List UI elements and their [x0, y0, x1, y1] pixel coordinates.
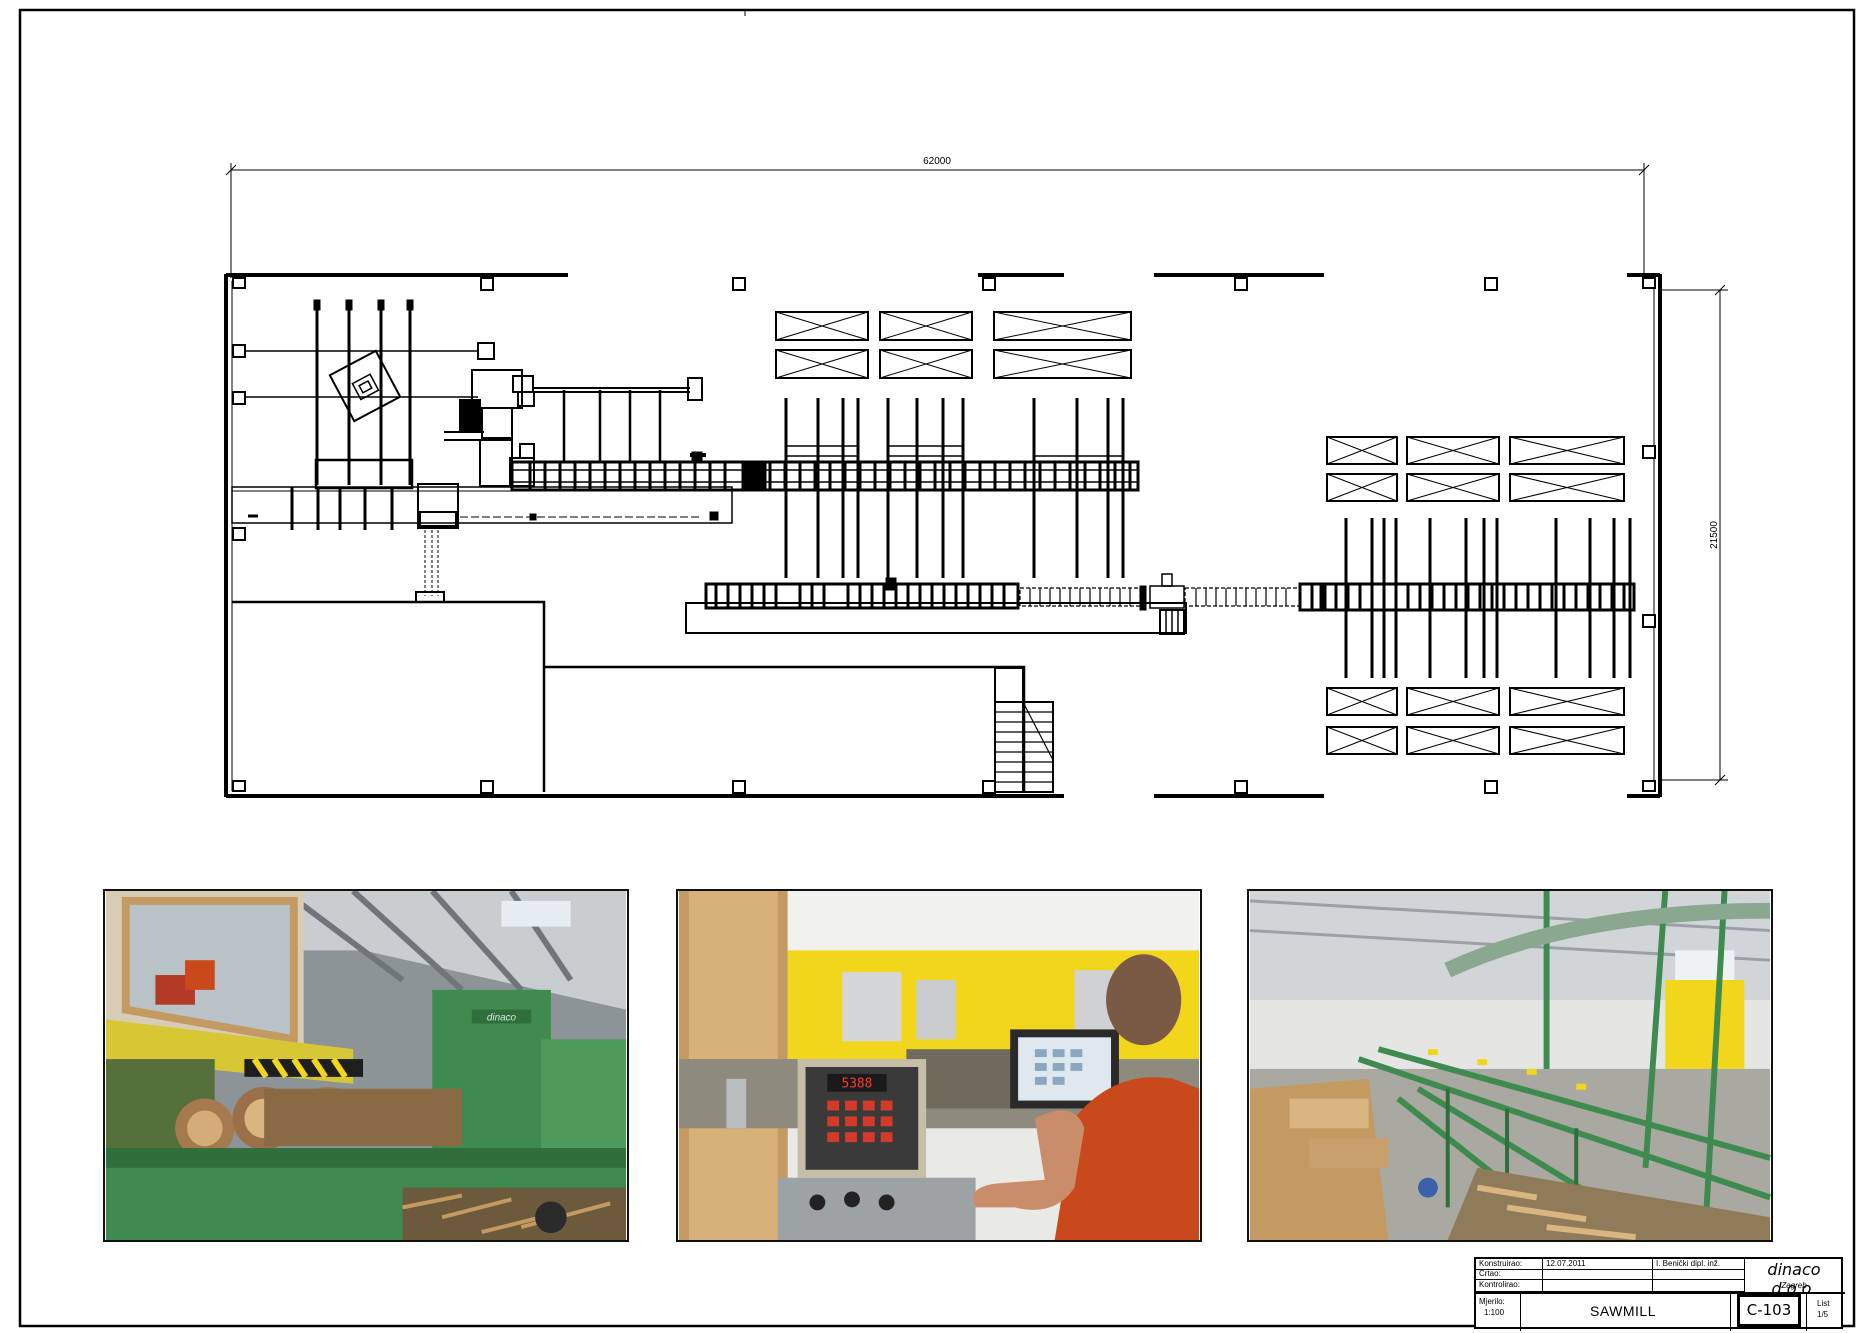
log-infeed	[231, 299, 733, 603]
storage-bins	[775, 311, 1625, 755]
photo-headrig: dinaco	[103, 889, 629, 1242]
tb-row1-date: 12.07.2011	[1546, 1259, 1586, 1268]
tb-row1-label: Konstruirao:	[1479, 1259, 1523, 1268]
photo-readout: 5388	[841, 1077, 872, 1092]
photo-sorting-line	[1247, 889, 1773, 1242]
tb-scale-label: Mjerilo:	[1479, 1297, 1505, 1306]
tb-city: Zagreb	[1781, 1281, 1807, 1290]
dimension-width-label: 62000	[923, 156, 951, 167]
building-plan	[224, 273, 1662, 798]
photo-control-cabin: 5388	[676, 889, 1202, 1242]
drawing-title: SAWMILL	[1590, 1303, 1656, 1319]
dimension-height-label: 21500	[1709, 521, 1720, 549]
drawing-code: C-103	[1737, 1294, 1801, 1327]
photo-sign: dinaco	[487, 1013, 517, 1024]
sheet-frame	[18, 8, 1856, 1328]
lower-conveyor	[685, 573, 1636, 635]
saw-unit	[444, 369, 706, 487]
tb-sheet-value: 1/5	[1817, 1310, 1829, 1319]
tb-row2-label: Crtao:	[1479, 1269, 1501, 1278]
tb-row1-name: I. Benički dipl. inž.	[1656, 1259, 1721, 1268]
tb-scale-value: 1:100	[1484, 1308, 1505, 1317]
upper-conveyor	[510, 451, 1140, 492]
sorting-decks	[1344, 518, 1632, 678]
tb-sheet-label: List	[1817, 1299, 1830, 1308]
tb-row3-label: Kontrolirao:	[1479, 1280, 1520, 1289]
dimension-width	[225, 163, 1650, 278]
title-block: Konstruirao: 12.07.2011 I. Benički dipl.…	[1474, 1257, 1845, 1331]
tb-company: dinaco d.o.o.	[1767, 1260, 1821, 1298]
building-columns	[232, 277, 1656, 794]
transverse-decks	[784, 398, 1125, 578]
dimension-height	[1660, 284, 1728, 786]
